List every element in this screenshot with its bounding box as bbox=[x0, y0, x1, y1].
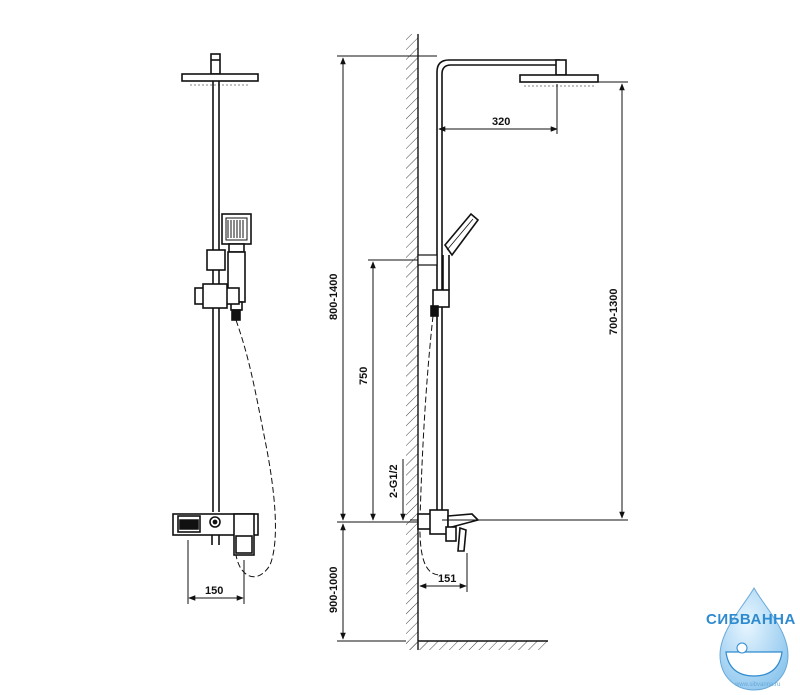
side-hose bbox=[419, 315, 441, 576]
logo-url: www.sibvanna.ru bbox=[734, 682, 780, 688]
dim-front-width: 150 bbox=[205, 585, 223, 597]
front-width-dimension bbox=[187, 540, 245, 604]
side-rain-head bbox=[519, 59, 599, 87]
dim-holder-height: 750 bbox=[358, 367, 370, 385]
front-rain-head bbox=[181, 53, 259, 86]
side-view bbox=[337, 34, 628, 650]
front-view bbox=[172, 53, 276, 604]
front-slide-holder bbox=[194, 249, 240, 309]
logo-name: СИБВАННА bbox=[706, 611, 796, 628]
bathtub-icon bbox=[725, 651, 783, 677]
dim-inlet: 2-G1/2 bbox=[388, 464, 400, 498]
front-hose bbox=[235, 319, 276, 578]
wall-hatch bbox=[406, 34, 418, 650]
dim-head-height: 700-1300 bbox=[608, 289, 620, 336]
side-mixer bbox=[410, 509, 480, 552]
side-hand-shower bbox=[442, 212, 480, 290]
floor-hatch bbox=[406, 641, 548, 650]
dim-mixer-height: 900-1000 bbox=[328, 567, 340, 614]
dim-total-height: 800-1400 bbox=[328, 274, 340, 321]
dim-mixer-depth: 151 bbox=[438, 573, 456, 585]
side-dimensions bbox=[337, 55, 628, 642]
side-riser bbox=[436, 59, 560, 514]
front-mixer bbox=[172, 513, 259, 556]
sibvanna-logo: СИБВАННА www.sibvanna.ru bbox=[706, 586, 796, 691]
dim-head-offset: 320 bbox=[492, 116, 510, 128]
